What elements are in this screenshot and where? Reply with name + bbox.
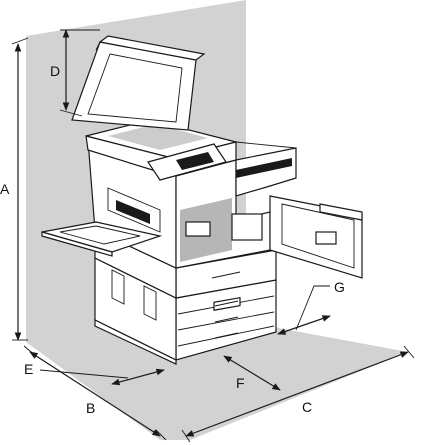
label-e: E	[24, 361, 33, 377]
dimension-b-line	[29, 351, 161, 437]
dimension-g-line	[277, 315, 331, 335]
label-f: F	[236, 375, 245, 391]
label-c: C	[302, 399, 312, 415]
label-a: A	[0, 181, 10, 197]
printer-illustration	[41, 35, 363, 365]
label-b: B	[86, 400, 95, 416]
label-d: D	[50, 63, 60, 79]
dimension-c-line	[185, 351, 409, 437]
label-g: G	[334, 279, 345, 295]
dimension-e-line	[111, 368, 165, 386]
dimension-f-line	[223, 355, 281, 391]
